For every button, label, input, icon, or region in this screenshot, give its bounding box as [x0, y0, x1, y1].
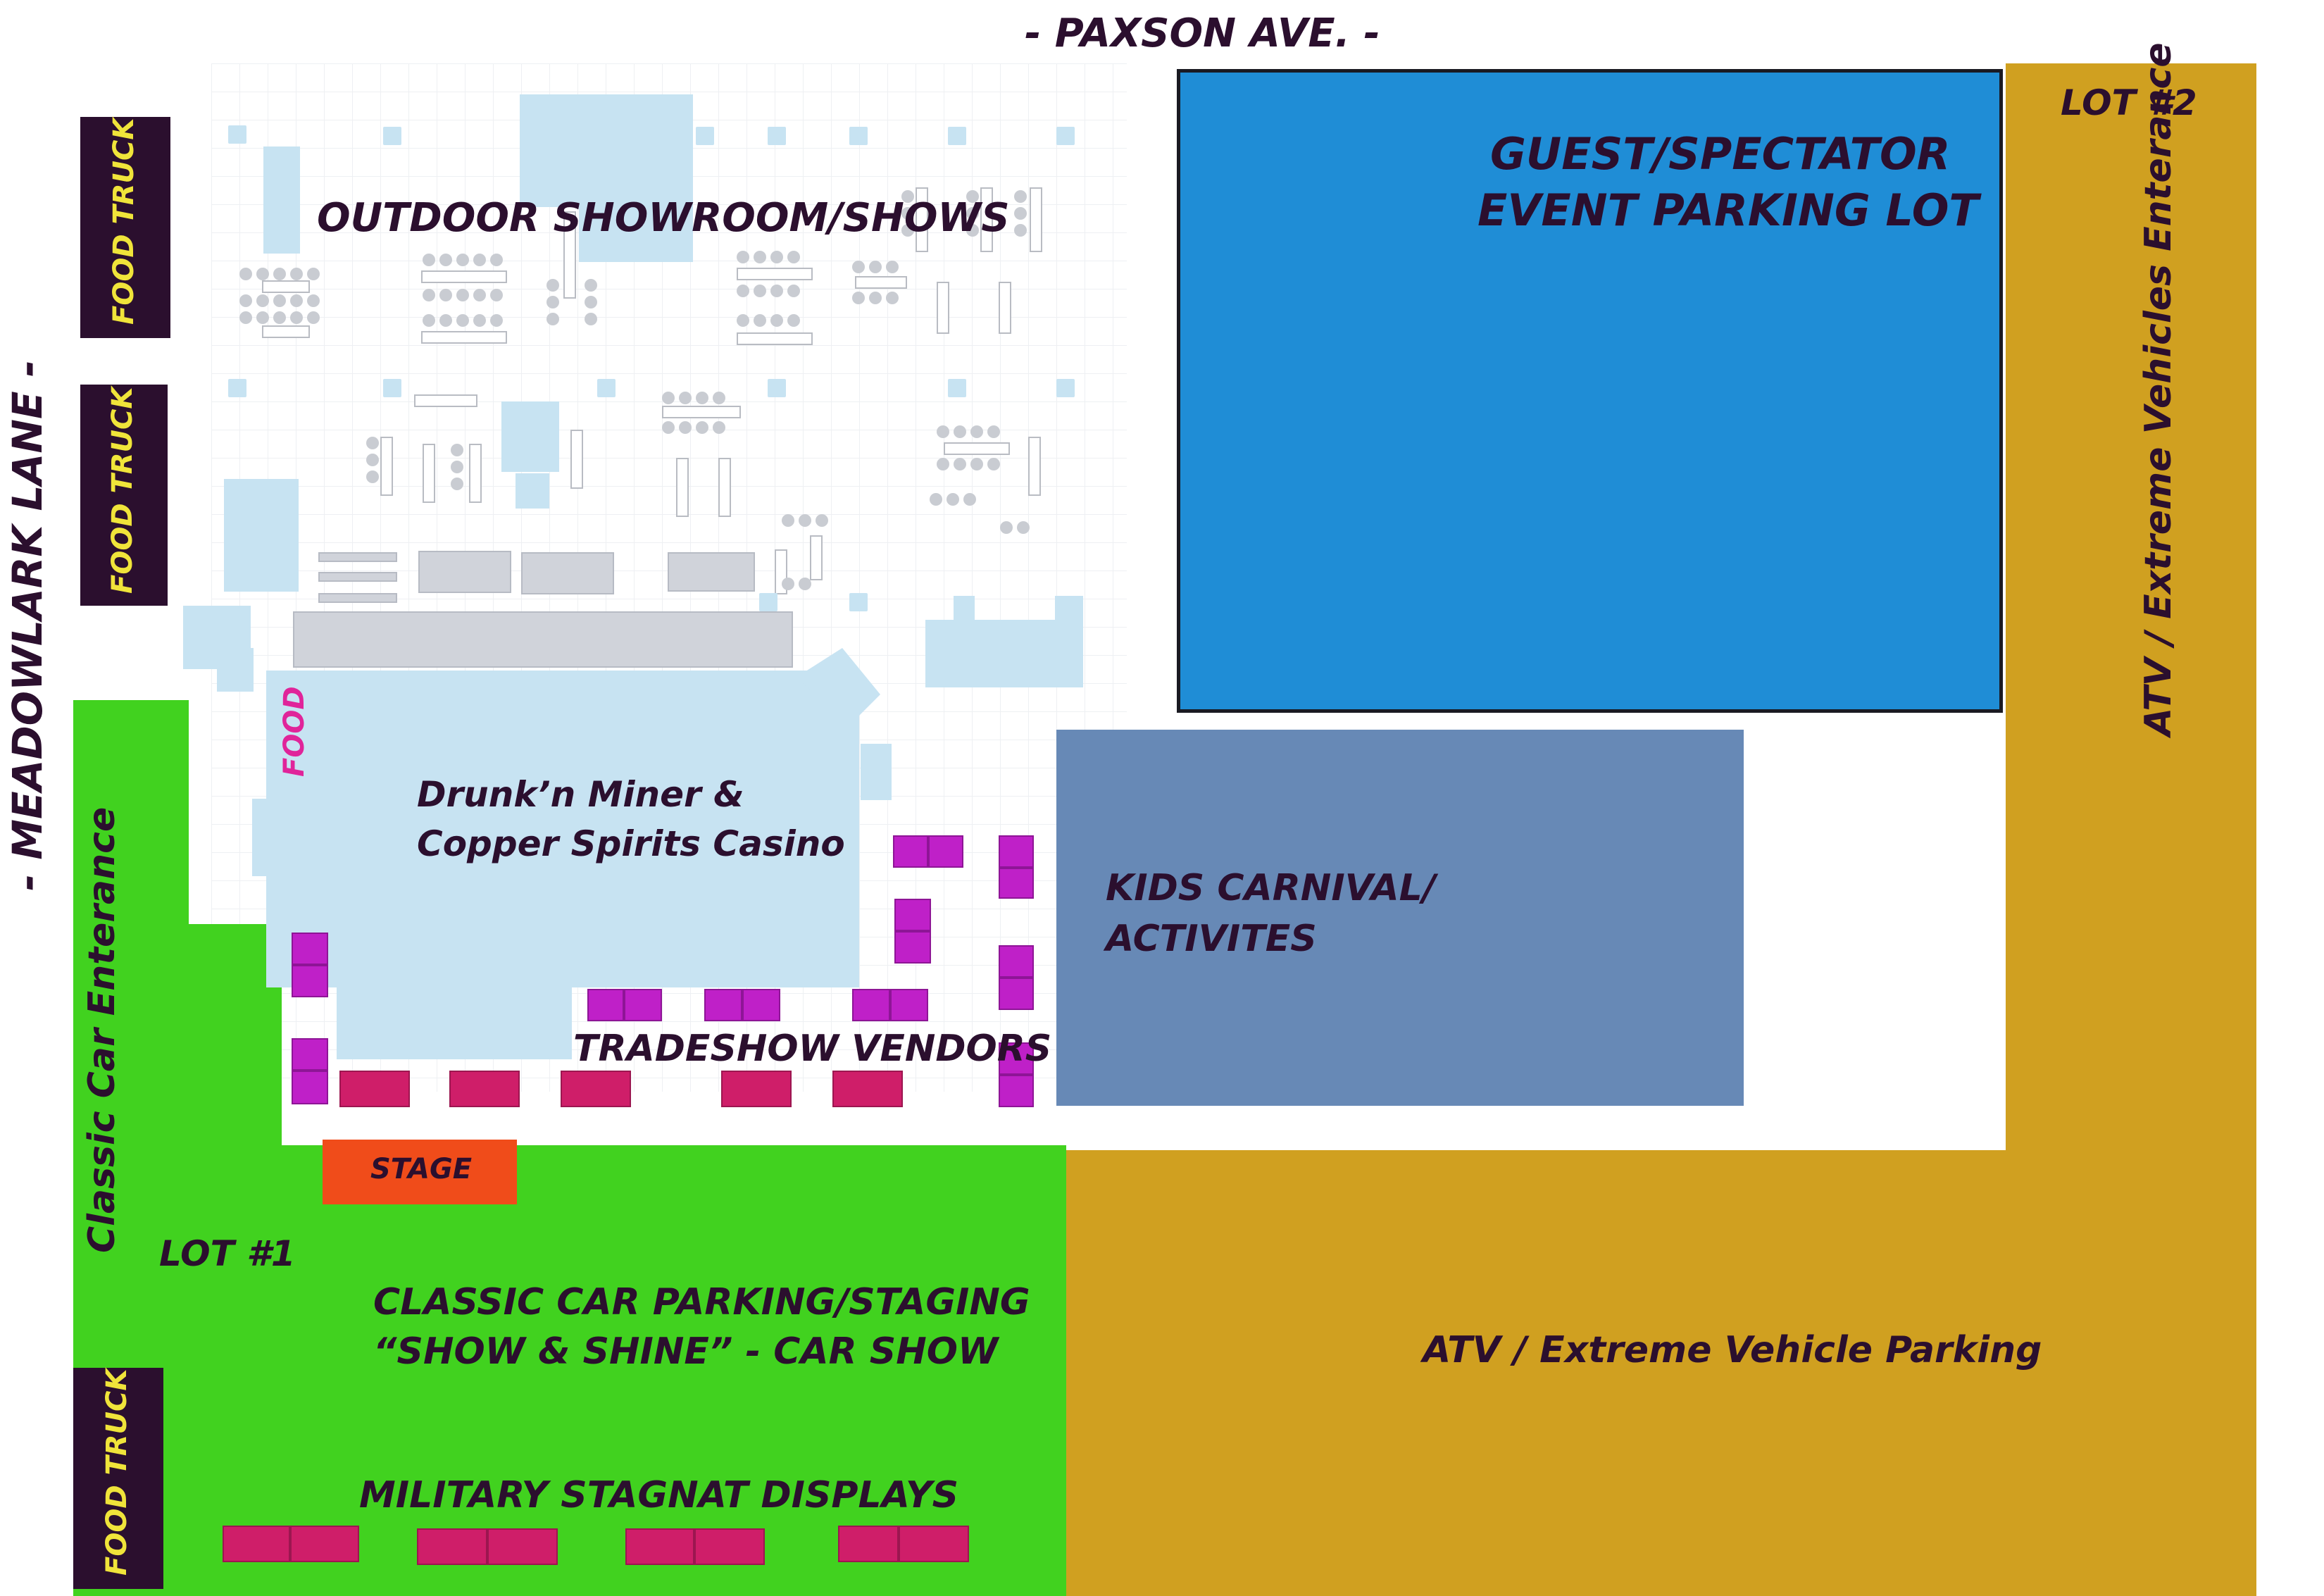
showroom-bar-left — [224, 479, 299, 592]
showroom-tent-top — [520, 94, 579, 207]
outdoor-showroom-label: OUTDOOR SHOWROOM/SHOWS — [317, 195, 1010, 241]
lot2-label: LOT #2 — [2061, 82, 2197, 123]
kids-carnival-zone — [1056, 730, 1744, 1106]
vendor-booth — [999, 1075, 1034, 1107]
atv-parking-zone — [1065, 1150, 2008, 1596]
tradeshow-label: TRADESHOW VENDORS — [573, 1028, 1052, 1070]
classic-car-zone-main — [73, 1145, 1066, 1596]
road-meadowlark-lane: - MEADOWLARK LANE - — [4, 360, 51, 891]
military-display — [838, 1526, 899, 1562]
vendor-booth — [999, 868, 1034, 899]
vendor-booth — [999, 835, 1034, 868]
vendor-booth — [339, 1071, 410, 1107]
vendor-booth — [999, 945, 1034, 978]
showroom-bench-1 — [318, 552, 397, 562]
showroom-tent-top-2 — [579, 94, 693, 262]
vendor-booth — [832, 1071, 903, 1107]
vendor-booth — [742, 989, 780, 1021]
food-label: FOOD — [278, 686, 311, 777]
vendor-booth — [894, 899, 931, 931]
vendor-booth — [624, 989, 662, 1021]
food-truck-2 — [80, 385, 168, 606]
showroom-left-box-2 — [217, 648, 254, 692]
showroom-table-1 — [418, 551, 511, 593]
food-truck-2-label: FOOD TRUCK — [106, 387, 139, 594]
stage-label: STAGE — [370, 1153, 473, 1185]
casino-label-line2: Copper Spirits Casino — [417, 823, 845, 864]
vendor-booth — [292, 1038, 328, 1071]
military-display — [625, 1528, 694, 1565]
showroom-bench-2 — [318, 572, 397, 582]
kids-carnival-label-line1: KIDS CARNIVAL/ — [1106, 867, 1436, 909]
guest-parking-zone — [1177, 69, 2003, 713]
food-truck-1-label: FOOD TRUCK — [108, 118, 140, 325]
showroom-right-box-2 — [954, 596, 975, 620]
military-display — [417, 1528, 487, 1565]
vendor-booth — [890, 989, 928, 1021]
vendor-booth — [928, 835, 963, 868]
lot2-strip — [2006, 63, 2256, 1596]
showroom-long-table — [293, 611, 793, 668]
guest-parking-label-line2: EVENT PARKING LOT — [1478, 185, 1979, 236]
classic-entrance-label: Classic Car Enterance — [81, 806, 123, 1253]
military-display — [899, 1526, 969, 1562]
food-truck-1 — [80, 117, 170, 338]
military-label: MILITARY STAGNAT DISPLAYS — [359, 1474, 959, 1516]
vendor-booth — [721, 1071, 792, 1107]
military-display — [694, 1528, 765, 1565]
military-display — [223, 1526, 290, 1562]
classic-car-label-line2: “SHOW & SHINE” - CAR SHOW — [373, 1330, 999, 1373]
military-display — [487, 1528, 558, 1565]
food-truck-3 — [73, 1368, 163, 1589]
showroom-table-2 — [521, 552, 614, 594]
atv-parking-label: ATV / Extreme Vehicle Parking — [1423, 1329, 2042, 1371]
military-display — [290, 1526, 359, 1562]
showroom-side-tent — [263, 146, 300, 254]
classic-car-zone-mid — [73, 924, 282, 1164]
vendor-booth — [852, 989, 890, 1021]
vendor-booth — [704, 989, 742, 1021]
guest-parking-label-line1: GUEST/SPECTATOR — [1490, 128, 1951, 180]
showroom-small-tent — [501, 401, 559, 472]
showroom-small-tent-2 — [516, 473, 549, 509]
vendor-booth — [292, 933, 328, 965]
casino-label-line1: Drunk’n Miner & — [417, 774, 744, 815]
vendor-booth — [449, 1071, 520, 1107]
casino-area — [266, 671, 859, 987]
showroom-right-box — [925, 620, 1083, 687]
showroom-table-3 — [668, 552, 755, 592]
road-paxson-ave: - PAXSON AVE. - — [1025, 11, 1380, 56]
vendor-booth — [894, 931, 931, 964]
vendor-booth — [561, 1071, 631, 1107]
stage — [323, 1140, 517, 1204]
showroom-bench-3 — [318, 593, 397, 603]
casino-lower — [337, 986, 572, 1059]
vendor-booth — [292, 1071, 328, 1104]
vendor-booth — [587, 989, 624, 1021]
classic-car-label-line1: CLASSIC CAR PARKING/STAGING — [373, 1281, 1030, 1323]
showroom-right-box-3 — [1055, 596, 1083, 620]
vendor-booth — [893, 835, 928, 868]
classic-car-zone-top — [73, 700, 189, 925]
vendor-booth — [999, 978, 1034, 1010]
vendor-booth — [292, 965, 328, 997]
casino-left-wing — [252, 799, 337, 876]
food-truck-3-label: FOOD TRUCK — [101, 1369, 133, 1576]
kids-carnival-label-line2: ACTIVITES — [1106, 918, 1317, 960]
vendor-booth — [999, 1042, 1034, 1075]
atv-entrance-label: ATV / Extreme Vehicles Enterance — [2137, 42, 2180, 736]
lot1-label: LOT #1 — [159, 1233, 296, 1274]
showroom-small-right — [861, 744, 892, 800]
